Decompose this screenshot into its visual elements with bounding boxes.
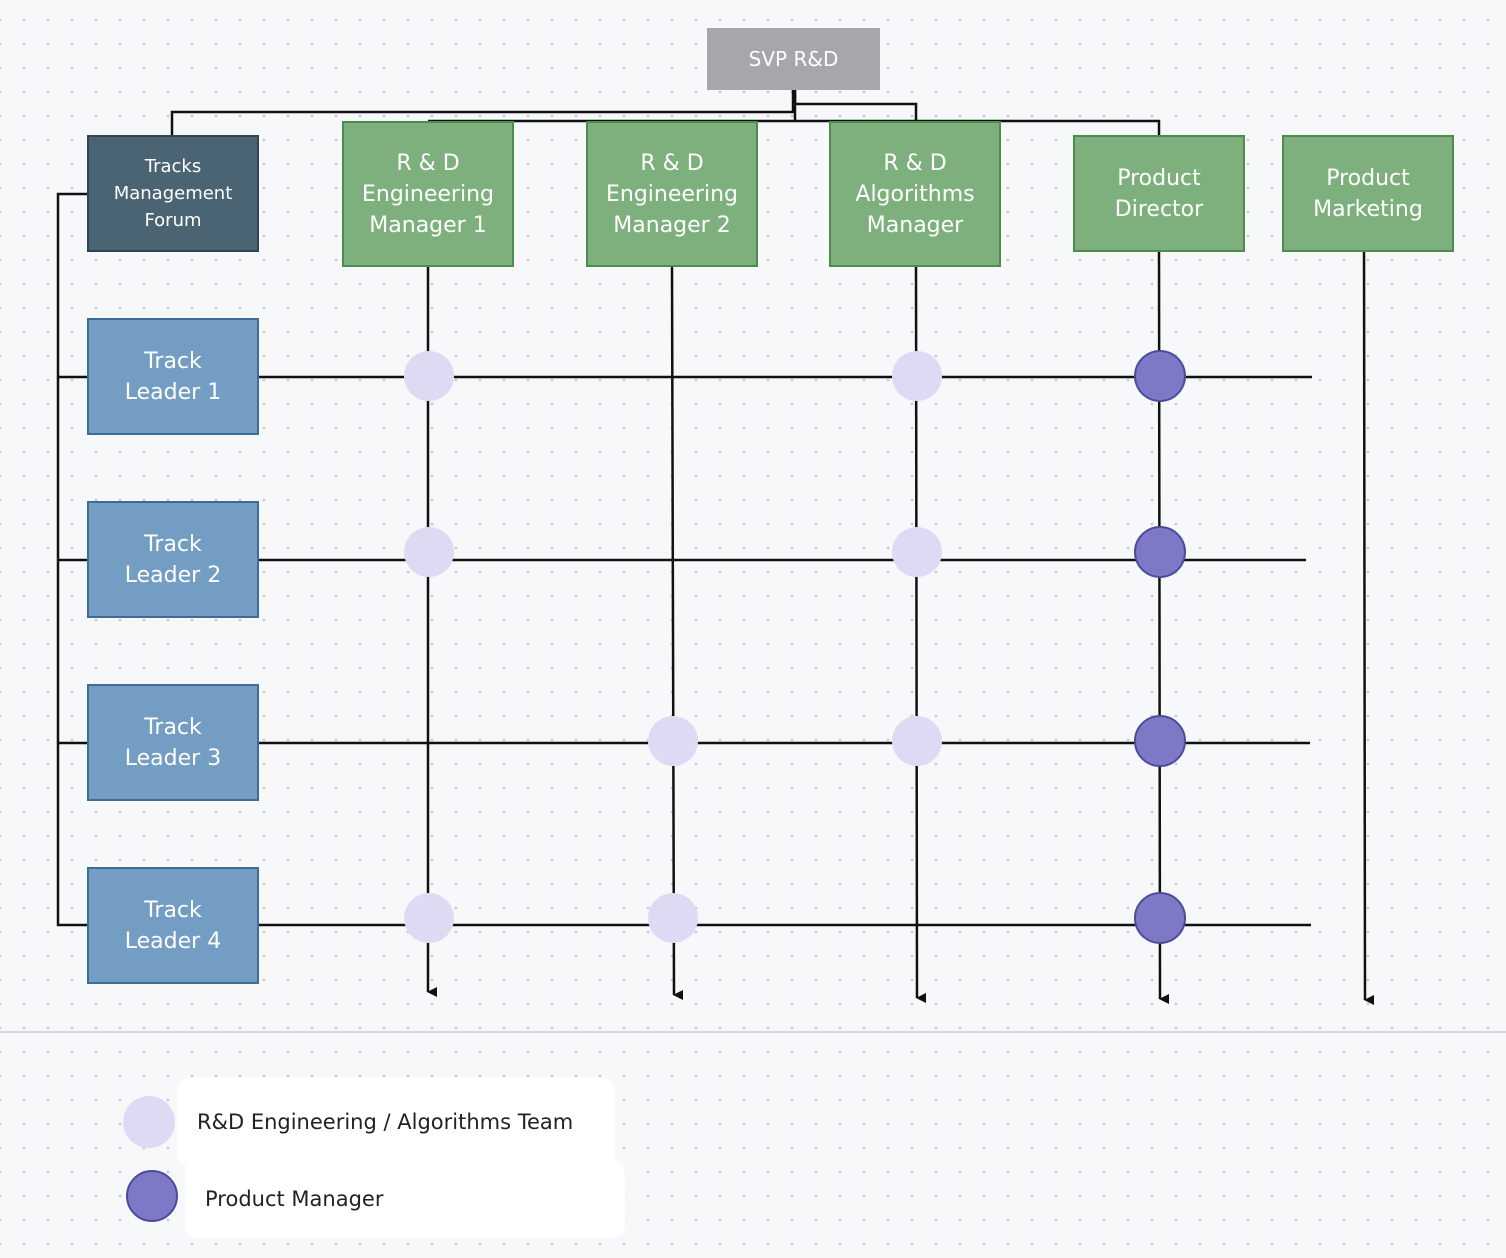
track-leader-label: Track Leader 4 <box>124 897 222 954</box>
product-manager-dot <box>1134 715 1186 767</box>
connector-svp-forum <box>170 90 795 135</box>
track-leader-label: Track Leader 2 <box>124 531 222 588</box>
manager-node-rd-algorithms[interactable]: R & D Algorithms Manager <box>829 121 1001 267</box>
engineering-team-dot <box>892 351 942 401</box>
connector-svp-algorithms <box>793 90 918 121</box>
legend-product-manager-label: Product Manager <box>205 1187 384 1211</box>
manager-line-2 <box>670 266 684 1000</box>
track-leader-label: Track Leader 3 <box>124 714 222 771</box>
engineering-team-dot <box>648 893 698 943</box>
legend-engineering-team-card: R&D Engineering / Algorithms Team <box>177 1078 615 1166</box>
svp-rd-label: SVP R&D <box>748 47 839 71</box>
legend-product-manager-swatch <box>126 1170 178 1222</box>
manager-node-product-marketing[interactable]: Product Marketing <box>1282 135 1454 252</box>
engineering-team-dot <box>404 893 454 943</box>
manager-node-rd-engineering-2[interactable]: R & D Engineering Manager 2 <box>586 121 758 267</box>
manager-line-5 <box>1362 239 1375 1005</box>
engineering-team-dot <box>648 716 698 766</box>
manager-label: Product Marketing <box>1313 165 1423 222</box>
track-leader-label: Track Leader 1 <box>124 348 222 405</box>
track-leader-node-1[interactable]: Track Leader 1 <box>87 318 259 435</box>
legend-engineering-team-swatch <box>123 1096 175 1148</box>
track-leader-node-2[interactable]: Track Leader 2 <box>87 501 259 618</box>
legend-engineering-team-label: R&D Engineering / Algorithms Team <box>197 1110 574 1134</box>
manager-label: Product Director <box>1114 165 1204 222</box>
manager-label: R & D Algorithms Manager <box>855 150 975 238</box>
product-manager-dot <box>1134 350 1186 402</box>
legend-product-manager-card: Product Manager <box>185 1160 625 1238</box>
track-leader-node-3[interactable]: Track Leader 3 <box>87 684 259 801</box>
connector-svp-managers <box>428 119 1161 135</box>
manager-label: R & D Engineering Manager 1 <box>362 150 494 238</box>
track-leader-node-4[interactable]: Track Leader 4 <box>87 867 259 984</box>
product-manager-dot <box>1134 892 1186 944</box>
manager-label: R & D Engineering Manager 2 <box>606 150 738 238</box>
tracks-management-forum-label: Tracks Management Forum <box>113 156 233 231</box>
product-manager-dot <box>1134 526 1186 578</box>
manager-node-rd-engineering-1[interactable]: R & D Engineering Manager 1 <box>342 121 514 267</box>
engineering-team-dot <box>892 716 942 766</box>
tracks-management-forum-node[interactable]: Tracks Management Forum <box>87 135 259 252</box>
manager-node-product-director[interactable]: Product Director <box>1073 135 1245 252</box>
legend-divider <box>0 1031 1506 1033</box>
engineering-team-dot <box>892 527 942 577</box>
engineering-team-dot <box>404 351 454 401</box>
svp-rd-node[interactable]: SVP R&D <box>707 28 880 90</box>
engineering-team-dot <box>404 527 454 577</box>
